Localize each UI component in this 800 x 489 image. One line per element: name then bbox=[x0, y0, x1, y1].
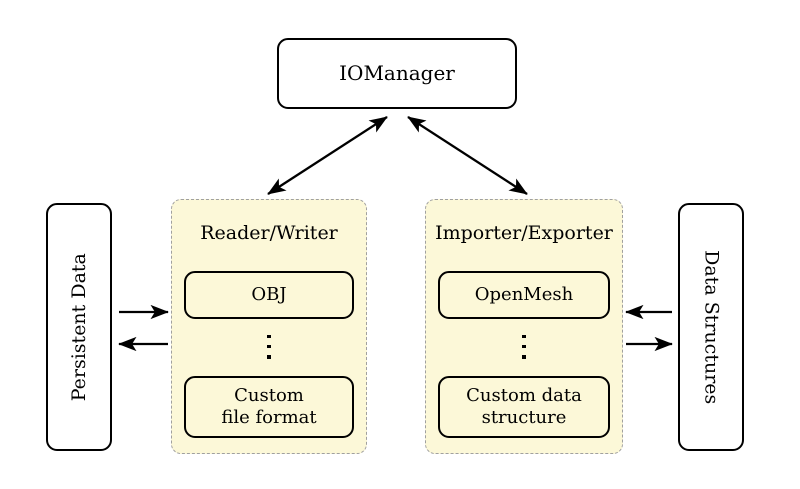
node-custom-data-structure-label-line2: structure bbox=[481, 407, 567, 428]
node-iomanager-label: IOManager bbox=[339, 60, 455, 85]
node-data-structures-label: Data Structures bbox=[700, 249, 723, 405]
node-data-structures[interactable]: Data Structures bbox=[678, 203, 744, 451]
panel-reader-writer: Reader/Writer OBJ Custom file format bbox=[171, 199, 367, 454]
ellipsis-dot bbox=[267, 335, 271, 339]
ellipsis-dot bbox=[522, 355, 526, 359]
ellipsis-dot bbox=[267, 355, 271, 359]
node-custom-data-structure-label-line1: Custom data bbox=[466, 385, 582, 407]
ellipsis-dot bbox=[522, 345, 526, 349]
panel-importer-exporter: Importer/Exporter OpenMesh Custom data s… bbox=[425, 199, 623, 454]
edge-iomanager-importerexporter bbox=[407, 116, 528, 195]
node-openmesh[interactable]: OpenMesh bbox=[438, 271, 610, 319]
node-openmesh-label: OpenMesh bbox=[474, 284, 574, 306]
node-persistent-data[interactable]: Persistent Data bbox=[46, 203, 112, 451]
panel-importer-exporter-title: Importer/Exporter bbox=[435, 222, 613, 244]
node-custom-file-format[interactable]: Custom file format bbox=[184, 376, 354, 438]
ellipsis-dot bbox=[522, 335, 526, 339]
node-custom-data-structure[interactable]: Custom data structure bbox=[438, 376, 610, 438]
panel-reader-writer-title: Reader/Writer bbox=[200, 222, 338, 244]
node-obj-label: OBJ bbox=[251, 284, 287, 306]
vertical-ellipsis-icon bbox=[172, 335, 366, 359]
ellipsis-dot bbox=[267, 345, 271, 349]
node-obj[interactable]: OBJ bbox=[184, 271, 354, 319]
node-iomanager[interactable]: IOManager bbox=[277, 38, 517, 109]
vertical-ellipsis-icon bbox=[426, 335, 622, 359]
node-custom-file-format-label-line1: Custom bbox=[234, 385, 304, 407]
node-custom-file-format-label-line2: file format bbox=[221, 407, 317, 428]
edge-iomanager-readerwriter bbox=[267, 116, 388, 195]
node-persistent-data-label: Persistent Data bbox=[67, 252, 90, 402]
